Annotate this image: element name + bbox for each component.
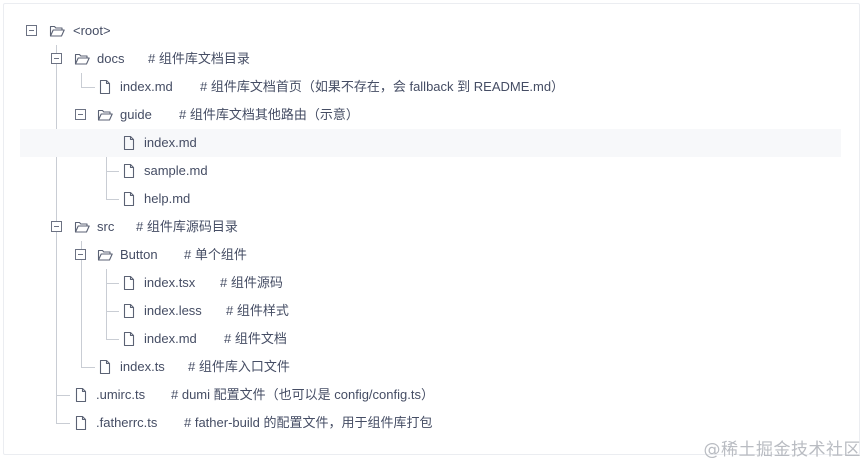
tree-line (106, 269, 107, 340)
watermark: @稀土掘金技术社区 (703, 440, 861, 460)
tree-row-button-tsx[interactable]: index.tsx # 组件源码 (20, 269, 841, 297)
tree-label: Button (120, 247, 158, 262)
tree-row-src[interactable]: src # 组件库源码目录 (20, 213, 841, 241)
file-icon (73, 387, 89, 403)
tree-line (56, 395, 70, 396)
collapse-icon[interactable] (75, 109, 86, 120)
tree-comment: # 组件库源码目录 (136, 219, 238, 234)
tree-comment: # 单个组件 (184, 247, 247, 262)
tree-row-root[interactable]: <root> (20, 17, 841, 45)
tree-comment: # 组件库文档目录 (148, 51, 250, 66)
collapse-icon[interactable] (51, 53, 62, 64)
tree-row-guide-index[interactable]: index.md (20, 129, 841, 157)
tree-line (81, 73, 82, 88)
folder-open-icon (97, 247, 113, 263)
tree-comment: # 组件样式 (226, 303, 289, 318)
tree-row-guide-sample[interactable]: sample.md (20, 157, 841, 185)
tree-line (106, 339, 119, 340)
tree-comment: # 组件源码 (220, 275, 283, 290)
tree-label: index.ts (120, 359, 165, 374)
file-icon (121, 135, 137, 151)
tree-row-umirc[interactable]: .umirc.ts # dumi 配置文件（也可以是 config/config… (20, 381, 841, 409)
tree-row-docs[interactable]: docs # 组件库文档目录 (20, 45, 841, 73)
tree-comment: # 组件库文档其他路由（示意） (179, 107, 359, 122)
collapse-icon[interactable] (75, 249, 86, 260)
tree-comment: # dumi 配置文件（也可以是 config/config.ts） (171, 387, 434, 402)
file-icon (121, 191, 137, 207)
tree-label: src (97, 219, 115, 234)
file-tree-panel (3, 3, 860, 455)
tree-row-button[interactable]: Button # 单个组件 (20, 241, 841, 269)
file-icon (121, 331, 137, 347)
tree-comment: # 组件库入口文件 (188, 359, 290, 374)
tree-label: guide (120, 107, 152, 122)
folder-open-icon (74, 219, 90, 235)
tree-comment: # 组件文档 (224, 331, 287, 346)
tree-label: sample.md (144, 163, 208, 178)
tree-label: .umirc.ts (96, 387, 146, 402)
tree-line (81, 87, 95, 88)
collapse-icon[interactable] (26, 25, 37, 36)
tree-line (106, 311, 119, 312)
tree-label: index.md (120, 79, 173, 94)
tree-row-src-index[interactable]: index.ts # 组件库入口文件 (20, 353, 841, 381)
file-icon (121, 163, 137, 179)
collapse-icon[interactable] (51, 221, 62, 232)
tree-comment: # father-build 的配置文件，用于组件库打包 (184, 415, 433, 430)
tree-label: index.md (144, 331, 197, 346)
tree-row-guide[interactable]: guide # 组件库文档其他路由（示意） (20, 101, 841, 129)
folder-open-icon (97, 107, 113, 123)
tree-line (106, 129, 107, 200)
tree-comment: # 组件库文档首页（如果不存在，会 fallback 到 README.md） (200, 79, 565, 94)
tree-row-fatherrc[interactable]: .fatherrc.ts # father-build 的配置文件，用于组件库打… (20, 409, 841, 437)
tree-row-button-less[interactable]: index.less # 组件样式 (20, 297, 841, 325)
folder-open-icon (49, 23, 65, 39)
tree-label: .fatherrc.ts (96, 415, 158, 430)
tree-line (81, 241, 82, 368)
file-icon (97, 79, 113, 95)
tree-line (56, 423, 70, 424)
tree-line (106, 199, 119, 200)
tree-row-button-md[interactable]: index.md # 组件文档 (20, 325, 841, 353)
tree-label: index.tsx (144, 275, 196, 290)
file-icon (97, 359, 113, 375)
tree-label: help.md (144, 191, 191, 206)
tree-row-docs-index[interactable]: index.md # 组件库文档首页（如果不存在，会 fallback 到 RE… (20, 73, 841, 101)
tree-line (106, 283, 119, 284)
folder-open-icon (74, 51, 90, 67)
tree-label: index.md (144, 135, 197, 150)
tree-label: docs (97, 51, 125, 66)
file-icon (121, 275, 137, 291)
file-icon (73, 415, 89, 431)
tree-row-guide-help[interactable]: help.md (20, 185, 841, 213)
file-icon (121, 303, 137, 319)
tree-line (56, 45, 57, 424)
tree-label: <root> (73, 23, 111, 38)
tree-line (106, 171, 119, 172)
tree-line (81, 367, 95, 368)
tree-label: index.less (144, 303, 202, 318)
